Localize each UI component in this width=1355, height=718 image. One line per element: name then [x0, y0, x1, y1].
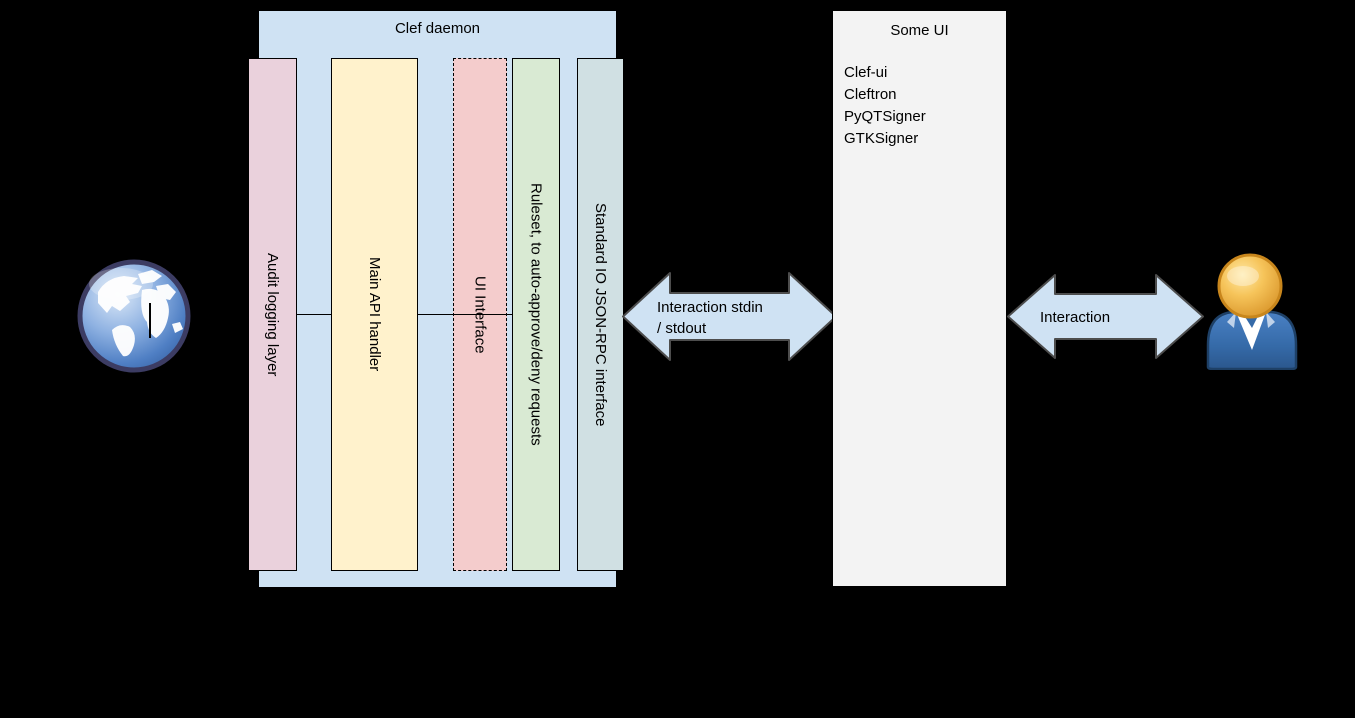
connector-audit-to-api — [297, 314, 331, 315]
user-interaction-arrow — [1007, 274, 1204, 359]
some-ui-item-clef-ui: Clef-ui — [844, 64, 888, 81]
stdio-arrow-label-line2: / stdout — [657, 320, 707, 337]
clef-daemon-title: Clef daemon — [394, 20, 481, 37]
some-ui-title: Some UI — [890, 22, 949, 39]
ruleset-bar: Ruleset, to auto-approve/deny requests — [512, 58, 560, 571]
user-icon — [1206, 253, 1298, 370]
user-interaction-arrow-label: Interaction — [1040, 309, 1111, 326]
stdio-jsonrpc-label: Standard IO JSON-RPC interface — [592, 202, 609, 427]
stdio-arrow-label-line1: Interaction stdin — [657, 299, 763, 316]
globe-icon — [77, 259, 191, 373]
ruleset-label: Ruleset, to auto-approve/deny requests — [527, 183, 545, 446]
audit-logging-layer-bar: Audit logging layer — [248, 58, 297, 571]
main-api-handler-bar: Main API handler — [331, 58, 418, 571]
main-api-handler-label: Main API handler — [366, 257, 383, 372]
some-ui-box — [832, 10, 1007, 587]
stdio-jsonrpc-bar: Standard IO JSON-RPC interface — [577, 58, 624, 571]
some-ui-item-gtksigner: GTKSigner — [844, 130, 919, 147]
some-ui-item-cleftron: Cleftron — [844, 86, 897, 103]
some-ui-list: Clef-ui Cleftron PyQTSigner GTKSigner — [844, 62, 1004, 150]
cursor-artifact — [149, 303, 151, 338]
stdio-interaction-arrow-label: Interaction stdin / stdout — [657, 297, 763, 339]
clef-daemon-box — [258, 10, 617, 588]
audit-logging-layer-label: Audit logging layer — [264, 252, 281, 377]
some-ui-item-pyqtsigner: PyQTSigner — [844, 108, 926, 125]
connector-api-to-ruleset — [418, 314, 512, 315]
